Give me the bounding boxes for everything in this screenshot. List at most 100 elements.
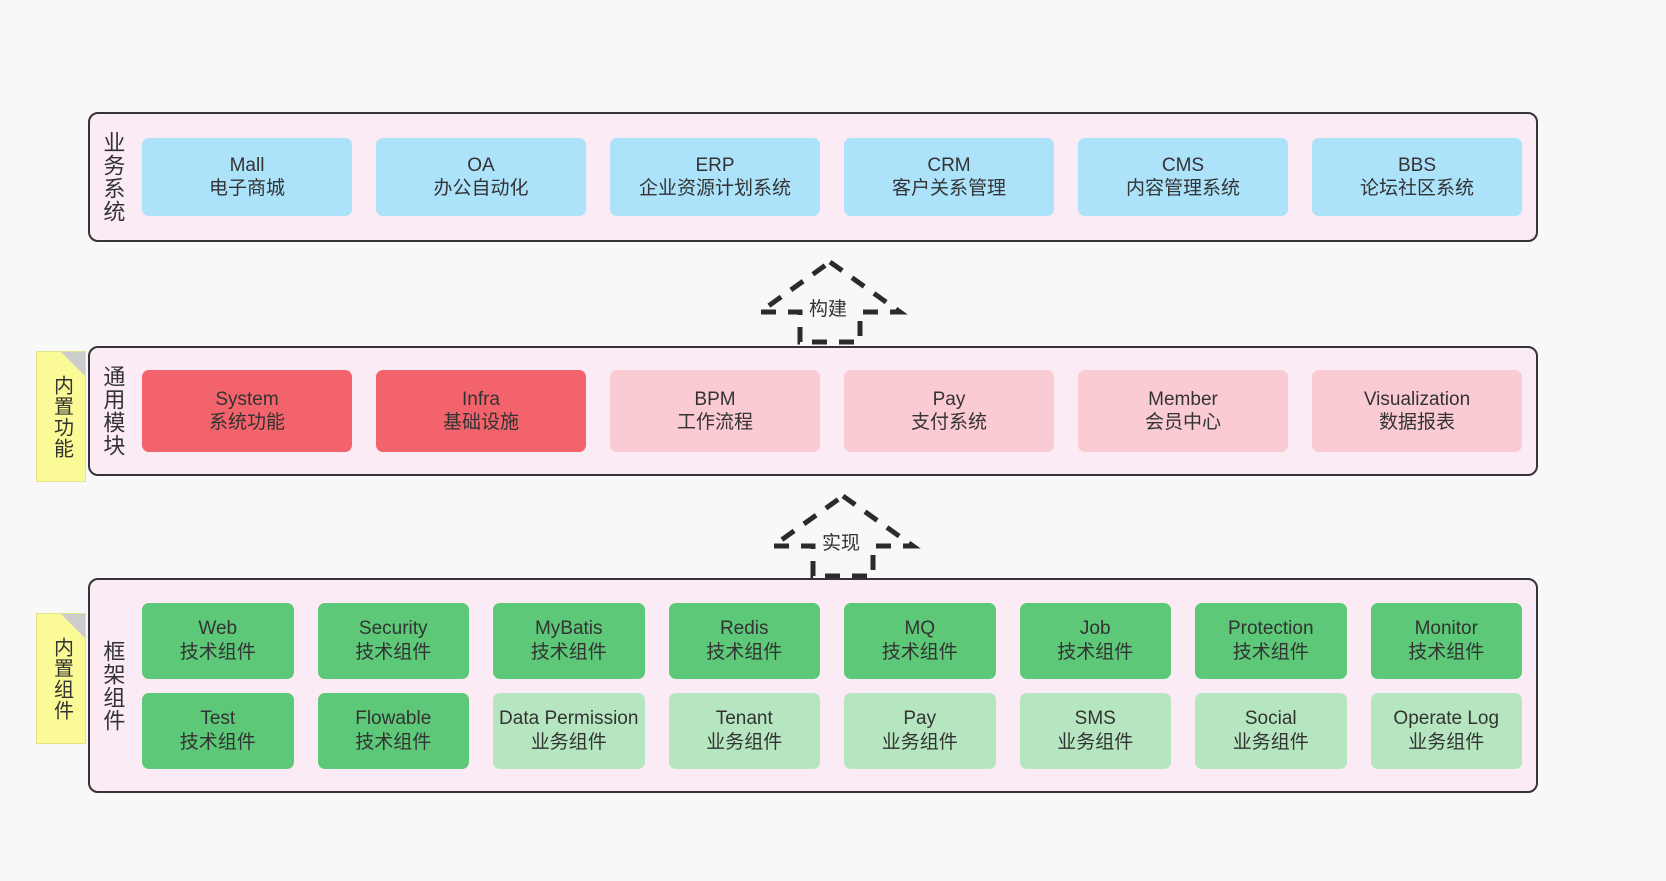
card-row-tech: Web 技术组件 Security 技术组件 MyBatis 技术组件 Redi… bbox=[142, 602, 1522, 679]
card-system[interactable]: System 系统功能 bbox=[142, 370, 352, 452]
card-subtitle: 电子商城 bbox=[208, 178, 285, 199]
card-title: Member bbox=[1148, 388, 1218, 410]
card-subtitle: 业务组件 bbox=[706, 731, 783, 753]
card-subtitle: 业务组件 bbox=[530, 731, 607, 753]
folded-corner-icon bbox=[61, 614, 85, 638]
card-subtitle: 技术组件 bbox=[179, 731, 256, 753]
card-subtitle: 系统功能 bbox=[208, 412, 285, 433]
card-sms[interactable]: SMS 业务组件 bbox=[1019, 692, 1171, 769]
card-title: Redis bbox=[719, 618, 769, 640]
card-title: Data Permission bbox=[499, 708, 639, 730]
card-subtitle: 业务组件 bbox=[1057, 731, 1134, 753]
card-subtitle: 业务组件 bbox=[1408, 731, 1485, 753]
card-security[interactable]: Security 技术组件 bbox=[317, 602, 469, 679]
arrow-build: 构建 bbox=[752, 258, 908, 345]
card-title: Test bbox=[200, 708, 236, 730]
card-subtitle: 业务组件 bbox=[881, 731, 958, 753]
card-subtitle: 技术组件 bbox=[179, 641, 256, 663]
arrow-label-implement: 实现 bbox=[821, 528, 862, 555]
card-job[interactable]: Job 技术组件 bbox=[1019, 602, 1171, 679]
card-protection[interactable]: Protection 技术组件 bbox=[1195, 602, 1347, 679]
card-subtitle: 企业资源计划系统 bbox=[638, 178, 791, 199]
card-erp[interactable]: ERP 企业资源计划系统 bbox=[610, 138, 820, 216]
card-title: Monitor bbox=[1414, 618, 1478, 640]
card-test[interactable]: Test 技术组件 bbox=[142, 692, 294, 769]
card-subtitle: 支付系统 bbox=[910, 412, 987, 433]
card-title: Pay bbox=[932, 388, 966, 410]
card-tenant[interactable]: Tenant 业务组件 bbox=[668, 692, 820, 769]
card-bbs[interactable]: BBS 论坛社区系统 bbox=[1312, 138, 1522, 216]
card-social[interactable]: Social 业务组件 bbox=[1195, 692, 1347, 769]
sticky-note-builtin-function: 内置功能 bbox=[36, 351, 86, 482]
card-operate-log[interactable]: Operate Log 业务组件 bbox=[1370, 692, 1522, 769]
card-data-permission[interactable]: Data Permission 业务组件 bbox=[493, 692, 645, 769]
card-member[interactable]: Member 会员中心 bbox=[1078, 370, 1288, 452]
card-title: BPM bbox=[694, 388, 736, 410]
card-subtitle: 技术组件 bbox=[355, 731, 432, 753]
card-title: Tenant bbox=[715, 708, 773, 730]
layer-body-general-module: System 系统功能 Infra 基础设施 BPM 工作流程 Pay 支付系统… bbox=[134, 348, 1536, 474]
card-mybatis[interactable]: MyBatis 技术组件 bbox=[493, 602, 645, 679]
card-pay[interactable]: Pay 支付系统 bbox=[844, 370, 1054, 452]
sticky-note-label: 内置组件 bbox=[50, 636, 73, 721]
card-title: BBS bbox=[1397, 154, 1437, 176]
card-title: Mall bbox=[229, 154, 265, 176]
arrow-label-build: 构建 bbox=[808, 294, 849, 321]
card-title: SMS bbox=[1074, 708, 1116, 730]
card-cms[interactable]: CMS 内容管理系统 bbox=[1078, 138, 1288, 216]
card-row-business: Test 技术组件 Flowable 技术组件 Data Permission … bbox=[142, 692, 1522, 769]
card-subtitle: 技术组件 bbox=[1057, 641, 1134, 663]
card-title: MQ bbox=[904, 618, 936, 640]
card-row: System 系统功能 Infra 基础设施 BPM 工作流程 Pay 支付系统… bbox=[142, 370, 1522, 452]
arrow-outline-build bbox=[752, 258, 908, 345]
card-infra[interactable]: Infra 基础设施 bbox=[376, 370, 586, 452]
card-crm[interactable]: CRM 客户关系管理 bbox=[844, 138, 1054, 216]
card-subtitle: 内容管理系统 bbox=[1125, 178, 1240, 199]
layer-body-framework-component: Web 技术组件 Security 技术组件 MyBatis 技术组件 Redi… bbox=[134, 580, 1536, 791]
card-pay-component[interactable]: Pay 业务组件 bbox=[844, 692, 996, 769]
card-subtitle: 数据报表 bbox=[1378, 412, 1455, 433]
card-monitor[interactable]: Monitor 技术组件 bbox=[1370, 602, 1522, 679]
card-subtitle: 技术组件 bbox=[530, 641, 607, 663]
card-visualization[interactable]: Visualization 数据报表 bbox=[1312, 370, 1522, 452]
card-title: Visualization bbox=[1363, 388, 1471, 410]
card-title: Protection bbox=[1227, 618, 1314, 640]
card-mall[interactable]: Mall 电子商城 bbox=[142, 138, 352, 216]
card-row: Mall 电子商城 OA 办公自动化 ERP 企业资源计划系统 CRM 客户关系… bbox=[142, 138, 1522, 216]
folded-corner-icon bbox=[61, 352, 85, 376]
card-subtitle: 技术组件 bbox=[706, 641, 783, 663]
card-title: Pay bbox=[903, 708, 937, 730]
card-flowable[interactable]: Flowable 技术组件 bbox=[317, 692, 469, 769]
card-redis[interactable]: Redis 技术组件 bbox=[668, 602, 820, 679]
card-title: CMS bbox=[1161, 154, 1205, 176]
card-title: ERP bbox=[695, 154, 735, 176]
card-title: Infra bbox=[461, 388, 501, 410]
card-web[interactable]: Web 技术组件 bbox=[142, 602, 294, 679]
card-title: Social bbox=[1244, 708, 1297, 730]
sticky-note-builtin-component: 内置组件 bbox=[36, 613, 86, 744]
layer-title-business-system: 业务系统 bbox=[100, 131, 126, 223]
card-subtitle: 技术组件 bbox=[1232, 641, 1309, 663]
arrow-outline-implement bbox=[765, 492, 921, 579]
card-subtitle: 技术组件 bbox=[1408, 641, 1485, 663]
card-subtitle: 业务组件 bbox=[1232, 731, 1309, 753]
card-title: CRM bbox=[927, 154, 971, 176]
card-subtitle: 客户关系管理 bbox=[891, 178, 1006, 199]
card-subtitle: 技术组件 bbox=[355, 641, 432, 663]
card-subtitle: 基础设施 bbox=[442, 412, 519, 433]
layer-business-system: 业务系统 Mall 电子商城 OA 办公自动化 ERP 企业资源计划系统 CRM… bbox=[88, 112, 1538, 242]
card-bpm[interactable]: BPM 工作流程 bbox=[610, 370, 820, 452]
card-title: OA bbox=[467, 154, 495, 176]
card-title: Operate Log bbox=[1393, 708, 1500, 730]
card-subtitle: 论坛社区系统 bbox=[1359, 178, 1474, 199]
card-title: Job bbox=[1079, 618, 1111, 640]
card-mq[interactable]: MQ 技术组件 bbox=[844, 602, 996, 679]
card-subtitle: 办公自动化 bbox=[433, 178, 529, 199]
card-subtitle: 会员中心 bbox=[1144, 412, 1221, 433]
layer-general-module: 通用模块 System 系统功能 Infra 基础设施 BPM 工作流程 Pay… bbox=[88, 346, 1538, 476]
card-oa[interactable]: OA 办公自动化 bbox=[376, 138, 586, 216]
card-title: Flowable bbox=[355, 708, 432, 730]
card-title: Web bbox=[198, 618, 238, 640]
sticky-note-label: 内置功能 bbox=[50, 374, 73, 459]
